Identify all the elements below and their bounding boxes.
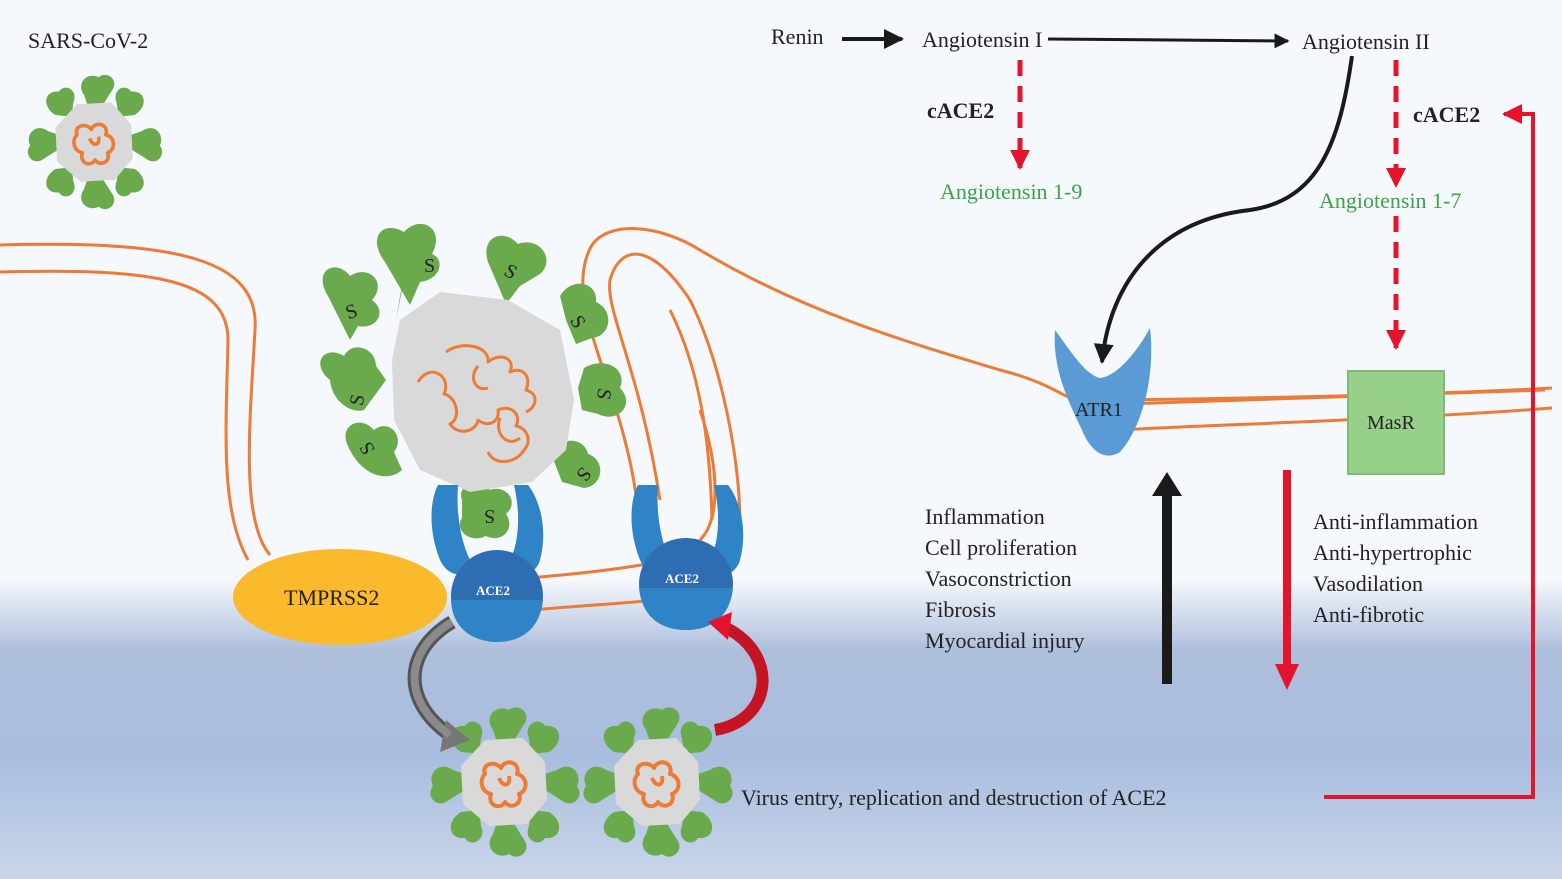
tmprss2-label: TMPRSS2 xyxy=(284,585,380,610)
masr-receptor xyxy=(1347,370,1445,475)
ace2-receptor-free xyxy=(631,485,744,630)
atr1-effect-item: Inflammation xyxy=(925,504,1045,529)
masr-effect-item: Anti-hypertrophic xyxy=(1313,540,1472,565)
spike-s-label-9: S xyxy=(484,505,496,527)
angiotensin-1-9-label: Angiotensin 1-9 xyxy=(940,179,1083,204)
atr1-effects-list: Inflammation Cell proliferation Vasocons… xyxy=(925,501,1084,656)
masr-label: MasR xyxy=(1367,412,1415,434)
masr-effect-item: Anti-fibrotic xyxy=(1313,602,1425,627)
angiotensin-1-7-label: Angiotensin 1-7 xyxy=(1319,188,1462,213)
atr1-receptor xyxy=(1054,328,1152,456)
renin-label: Renin xyxy=(771,24,824,49)
spike-proteins xyxy=(320,223,627,539)
angiotensin-i-label: Angiotensin I xyxy=(922,27,1043,52)
ace2-loss-feedback-line xyxy=(1324,104,1535,799)
atr1-effect-item: Myocardial injury xyxy=(925,628,1085,653)
virus-entry-caption: Virus entry, replication and destruction… xyxy=(741,785,1167,810)
masr-effect-item: Anti-inflammation xyxy=(1313,509,1478,534)
atr1-effect-item: Cell proliferation xyxy=(925,535,1078,560)
atr1-label: ATR1 xyxy=(1075,399,1123,421)
angiotensin-ii-to-atr1-arrow xyxy=(1093,55,1354,364)
spike-s-label-1: S xyxy=(424,255,436,277)
ace2-free-label: ACE2 xyxy=(665,571,699,586)
ace2-destruction-curved-arrow xyxy=(713,619,769,736)
tmprss2-protease xyxy=(233,549,447,645)
cace2-right-label: cACE2 xyxy=(1413,102,1481,127)
bound-virus-icon xyxy=(320,223,627,539)
ace2-bound-label: ACE2 xyxy=(476,583,510,598)
angiotensin-i-to-ii-arrow xyxy=(1047,33,1290,49)
masr-effects-list: Anti-inflammation Anti-hypertrophic Vaso… xyxy=(1313,506,1478,630)
angiotensin-ii-label: Angiotensin II xyxy=(1302,29,1430,54)
cace2-left-label: cACE2 xyxy=(927,98,995,123)
atr1-effect-item: Fibrosis xyxy=(925,597,996,622)
masr-effect-item: Vasodilation xyxy=(1313,571,1423,596)
sars-cov-2-label: SARS-CoV-2 xyxy=(28,28,149,53)
atr1-effect-item: Vasoconstriction xyxy=(925,566,1072,591)
ace2-receptor-bound xyxy=(431,485,544,642)
